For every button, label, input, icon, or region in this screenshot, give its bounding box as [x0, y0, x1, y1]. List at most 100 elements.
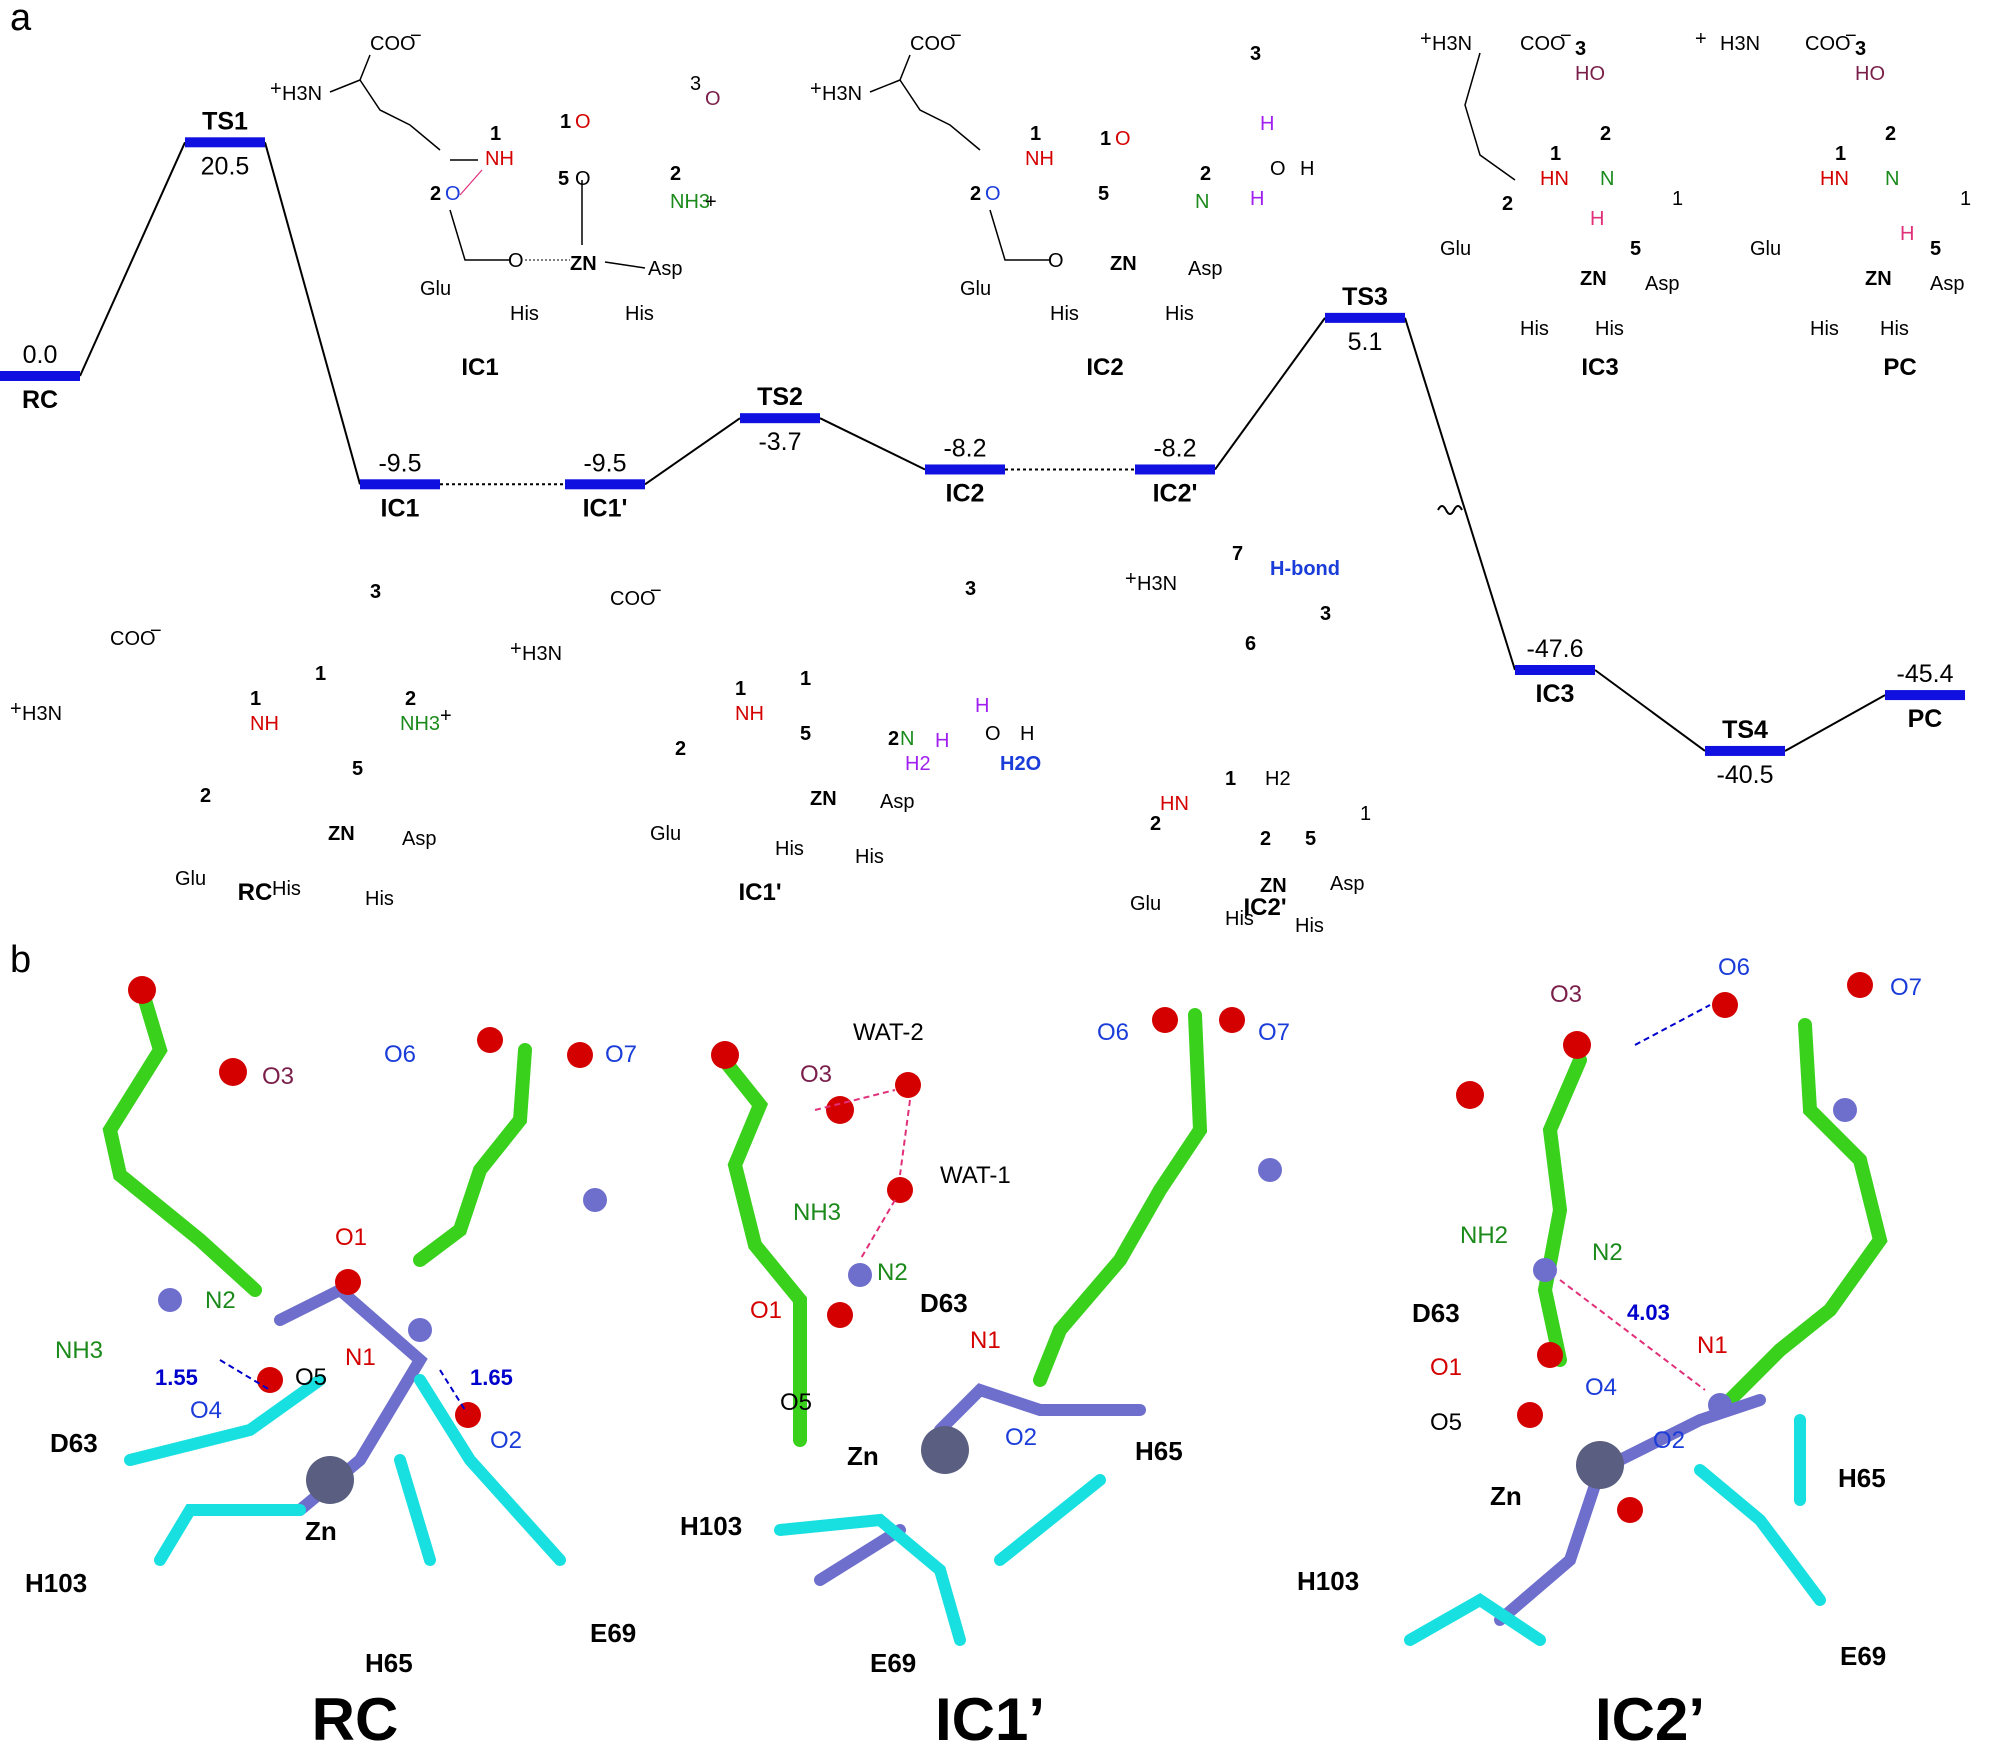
- svg-text:H65: H65: [1838, 1463, 1886, 1493]
- svg-text:H103: H103: [25, 1568, 87, 1598]
- svg-text:H3N: H3N: [1720, 33, 1760, 55]
- svg-text:WAT-2: WAT-2: [853, 1019, 924, 1046]
- level-value-1: 20.5: [201, 152, 250, 180]
- svg-text:NH: NH: [250, 713, 279, 735]
- level-bar-0: [0, 371, 80, 381]
- level-bar-2: [360, 479, 440, 490]
- svg-text:His: His: [1810, 318, 1839, 340]
- svg-text:Glu: Glu: [420, 278, 451, 300]
- svg-text:O7: O7: [605, 1041, 637, 1068]
- svg-text:Zn: Zn: [1490, 1481, 1522, 1511]
- level-bar-9: [1705, 745, 1785, 756]
- svg-text:2: 2: [970, 183, 981, 205]
- svg-text:H3N: H3N: [822, 83, 862, 105]
- panel-letter-a: a: [10, 0, 32, 39]
- structure-pc: +H3N COO− 1 HN 2 N 3 HO 1 5 H Glu ZN Asp…: [1695, 25, 1971, 340]
- level-value-8: -47.6: [1527, 635, 1584, 663]
- svg-text:His: His: [365, 888, 394, 910]
- level-name-4: TS2: [757, 383, 803, 411]
- svg-text:H3N: H3N: [22, 703, 62, 725]
- level-name-7: TS3: [1342, 283, 1388, 311]
- level-bar-10: [1885, 690, 1965, 701]
- svg-text:Asp: Asp: [1930, 273, 1964, 295]
- svg-text:O7: O7: [1258, 1019, 1290, 1046]
- svg-text:1: 1: [490, 123, 501, 145]
- svg-text:2: 2: [675, 738, 686, 760]
- svg-text:HN: HN: [1160, 793, 1189, 815]
- svg-text:COO: COO: [910, 33, 956, 55]
- svg-text:1: 1: [1225, 768, 1236, 790]
- svg-text:O3: O3: [800, 1061, 832, 1088]
- svg-text:5: 5: [1098, 183, 1109, 205]
- panel-letter-b: b: [10, 939, 31, 981]
- model-ic1-prime: [711, 1007, 1282, 1646]
- level-name-5: IC2: [946, 479, 985, 507]
- svg-text:H103: H103: [1297, 1566, 1359, 1596]
- svg-text:+: +: [1125, 568, 1137, 590]
- svg-text:His: His: [1295, 915, 1324, 937]
- svg-text:O: O: [575, 168, 591, 190]
- label-ic1: IC1: [461, 354, 498, 381]
- svg-text:2: 2: [200, 785, 211, 807]
- svg-text:D63: D63: [50, 1428, 98, 1458]
- svg-text:His: His: [510, 303, 539, 325]
- svg-text:COO: COO: [110, 628, 156, 650]
- svg-text:H3N: H3N: [522, 643, 562, 665]
- level-name-3: IC1': [583, 494, 628, 522]
- svg-text:NH3: NH3: [670, 191, 710, 213]
- svg-text:2: 2: [430, 183, 441, 205]
- level-value-0: 0.0: [23, 341, 58, 369]
- svg-text:2: 2: [888, 728, 899, 750]
- svg-text:1: 1: [560, 111, 571, 133]
- svg-text:Glu: Glu: [960, 278, 991, 300]
- svg-text:H2: H2: [1265, 768, 1291, 790]
- svg-text:H: H: [1260, 113, 1274, 135]
- svg-text:O4: O4: [190, 1397, 222, 1424]
- svg-text:1.65: 1.65: [470, 1365, 513, 1390]
- svg-text:NH: NH: [735, 703, 764, 725]
- svg-text:HN: HN: [1540, 168, 1569, 190]
- svg-text:His: His: [775, 838, 804, 860]
- svg-text:−: −: [150, 620, 162, 642]
- connector-6: [1214, 317, 1326, 471]
- svg-text:1: 1: [735, 678, 746, 700]
- svg-text:2: 2: [1260, 828, 1271, 850]
- svg-text:H-bond: H-bond: [1270, 558, 1340, 580]
- level-name-10: PC: [1908, 705, 1943, 733]
- svg-text:O3: O3: [262, 1063, 294, 1090]
- model-ic2-prime: [1404, 972, 1888, 1646]
- svg-text:O5: O5: [780, 1389, 812, 1416]
- svg-text:N1: N1: [345, 1344, 376, 1371]
- svg-text:Glu: Glu: [1130, 893, 1161, 915]
- structure-ic2-prime: +H3N 7 H-bond 6 3 1 HN H2 2 1 5 2 Glu ZN…: [1125, 543, 1371, 937]
- label-ic2-prime-3d: IC2’: [1595, 1686, 1705, 1746]
- level-bar-4: [740, 413, 820, 424]
- svg-text:−: −: [950, 25, 962, 47]
- svg-text:E69: E69: [590, 1618, 636, 1648]
- level-value-9: -40.5: [1717, 761, 1774, 789]
- svg-text:1: 1: [250, 688, 261, 710]
- model-rc: [102, 976, 607, 1566]
- profile-levels: RC0.0TS120.5IC1-9.5IC1'-9.5TS2-3.7IC2-8.…: [0, 107, 1965, 789]
- svg-text:N1: N1: [1697, 1332, 1728, 1359]
- svg-text:NH2: NH2: [1460, 1222, 1508, 1249]
- svg-text:NH3: NH3: [55, 1337, 103, 1364]
- svg-text:His: His: [625, 303, 654, 325]
- svg-text:His: His: [272, 878, 301, 900]
- svg-text:COO: COO: [610, 588, 656, 610]
- svg-text:3: 3: [1250, 43, 1261, 65]
- svg-text:Asp: Asp: [1188, 258, 1222, 280]
- level-name-6: IC2': [1153, 479, 1198, 507]
- level-name-2: IC1: [381, 494, 420, 522]
- connector-4: [819, 417, 926, 471]
- svg-text:His: His: [1520, 318, 1549, 340]
- svg-text:ZN: ZN: [1110, 253, 1137, 275]
- models-3d: O3 O6 O7 O1 N2 N1 NH3 O5 O4 O2 1.55 1.65…: [25, 954, 1922, 1746]
- level-bar-8: [1515, 665, 1595, 675]
- connector-0: [79, 141, 186, 377]
- svg-text:+: +: [1695, 28, 1707, 50]
- level-value-4: -3.7: [758, 428, 801, 456]
- svg-text:3: 3: [690, 73, 701, 95]
- svg-text:H2O: H2O: [1000, 753, 1041, 775]
- svg-text:4.03: 4.03: [1627, 1300, 1670, 1325]
